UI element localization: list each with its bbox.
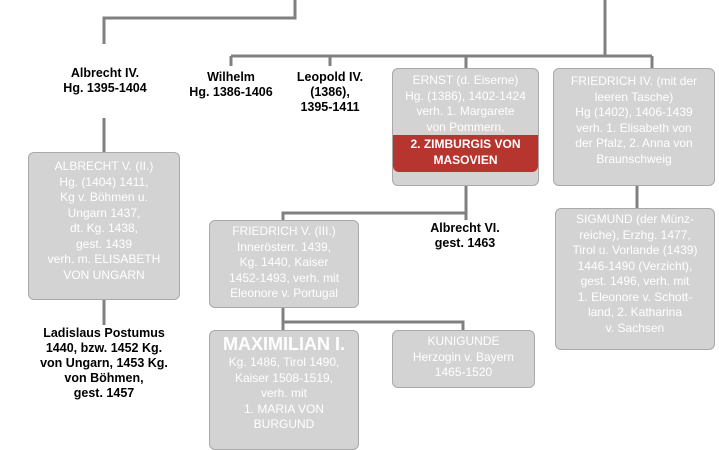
connector-lines bbox=[102, 0, 654, 330]
friedrich-v-label: FRIEDRICH V. (III.) Innerösterr. 1439, K… bbox=[228, 224, 340, 300]
friedrich-v-box: FRIEDRICH V. (III.) Innerösterr. 1439, K… bbox=[209, 220, 359, 308]
wilhelm-label: Wilhelm Hg. 1386-1406 bbox=[189, 70, 273, 99]
wilhelm-node: Wilhelm Hg. 1386-1406 bbox=[180, 70, 282, 100]
leopold-iv-node: Leopold IV. (1386), 1395-1411 bbox=[284, 70, 376, 115]
albrecht-v-label: ALBRECHT V. (II.) Hg. (1404) 1411, Kg v.… bbox=[47, 159, 161, 282]
maximilian-title: MAXIMILIAN I. bbox=[223, 334, 345, 354]
leopold-iv-label: Leopold IV. (1386), 1395-1411 bbox=[296, 70, 364, 114]
kunigunde-label: KUNIGUNDE Herzogin v. Bayern 1465-1520 bbox=[412, 334, 515, 379]
ladislaus-label: Ladislaus Postumus 1440, bzw. 1452 Kg. v… bbox=[40, 326, 168, 400]
ernst-box: ERNST (d. Eiserne) Hg. (1386), 1402-1424… bbox=[392, 68, 539, 186]
friedrich-iv-box: FRIEDRICH IV. (mit der leeren Tasche) Hg… bbox=[553, 68, 715, 186]
ernst-highlight-label: 2. ZIMBURGIS VON MASOVIEN bbox=[393, 135, 538, 172]
sigmund-box: SIGMUND (der Münz- reiche), Erzhg. 1477,… bbox=[555, 208, 715, 350]
sigmund-label: SIGMUND (der Münz- reiche), Erzhg. 1477,… bbox=[572, 212, 698, 335]
maximilian-box: MAXIMILIAN I. Kg. 1486, Tirol 1490, Kais… bbox=[209, 330, 359, 450]
albrecht-iv-node: Albrecht IV. Hg. 1395-1404 bbox=[50, 66, 160, 96]
albrecht-vi-label: Albrecht VI. gest. 1463 bbox=[430, 221, 500, 250]
albrecht-vi-node: Albrecht VI. gest. 1463 bbox=[410, 221, 520, 251]
albrecht-v-box: ALBRECHT V. (II.) Hg. (1404) 1411, Kg v.… bbox=[28, 152, 180, 300]
ladislaus-node: Ladislaus Postumus 1440, bzw. 1452 Kg. v… bbox=[34, 326, 174, 401]
maximilian-label: Kg. 1486, Tirol 1490, Kaiser 1508-1519, … bbox=[228, 355, 340, 431]
friedrich-iv-label: FRIEDRICH IV. (mit der leeren Tasche) Hg… bbox=[570, 74, 698, 166]
albrecht-iv-label: Albrecht IV. Hg. 1395-1404 bbox=[63, 66, 147, 95]
ernst-label: ERNST (d. Eiserne) Hg. (1386), 1402-1424… bbox=[405, 73, 526, 134]
kunigunde-box: KUNIGUNDE Herzogin v. Bayern 1465-1520 bbox=[392, 330, 535, 388]
